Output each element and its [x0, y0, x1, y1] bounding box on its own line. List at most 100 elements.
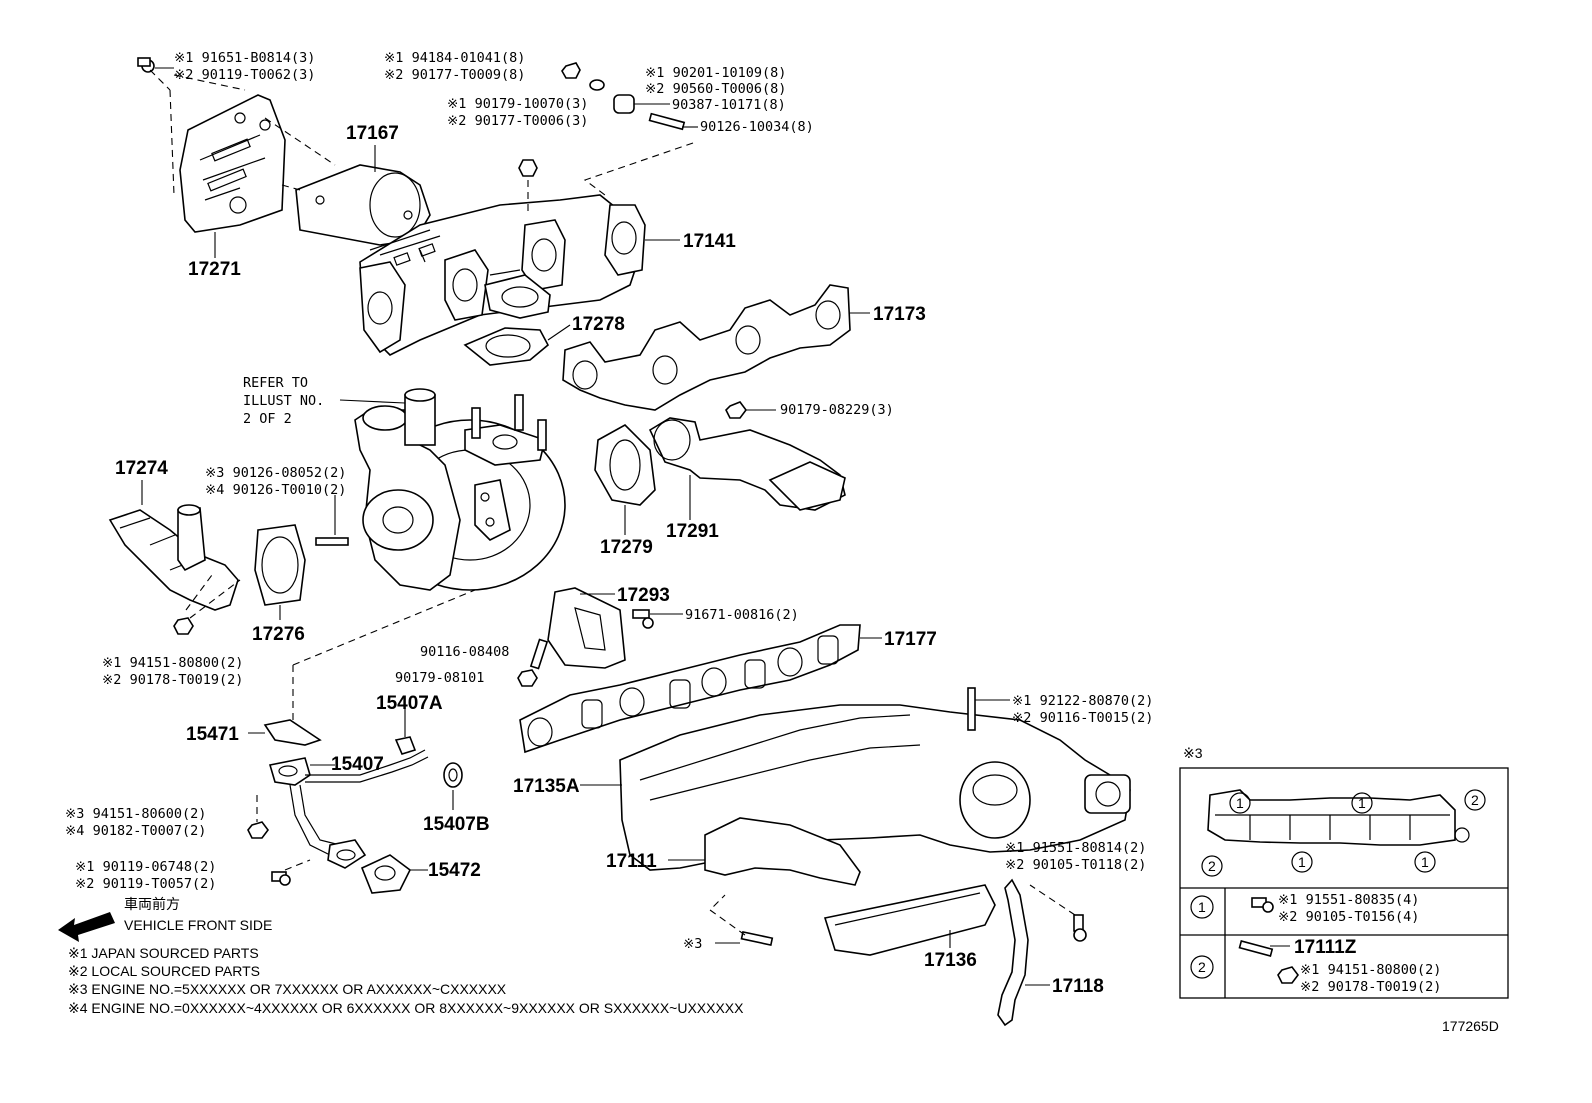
inset-marker-1-label: 1 — [1421, 854, 1429, 870]
nut-icon — [1277, 966, 1299, 984]
note-3: ※3 ENGINE NO.=5XXXXXX OR 7XXXXXX OR AXXX… — [68, 981, 507, 997]
callout-17118: 17118 — [1052, 976, 1104, 997]
inset-marker-1-label: 1 — [1236, 795, 1244, 811]
note-1: ※1 JAPAN SOURCED PARTS — [68, 945, 259, 961]
heat-insulator-17167[interactable] — [295, 164, 431, 246]
bolt-icon — [271, 871, 291, 886]
callout-17167: 17167 — [346, 123, 399, 144]
inset-marker-2 — [1201, 789, 1486, 877]
part-number: ※1 94151-80800(2) — [102, 655, 243, 671]
bolt-icon — [1073, 914, 1087, 942]
callout-17276: 17276 — [252, 624, 305, 645]
stud-bolt-icon — [529, 638, 549, 670]
part-number: ※2 90105-T0156(4) — [1278, 909, 1419, 925]
inset-marker-1 — [1229, 792, 1436, 873]
bracket-15471[interactable] — [263, 719, 322, 746]
gasket-17276[interactable] — [254, 524, 306, 606]
part-number: ※1 94151-80800(2) — [1300, 962, 1441, 978]
callout-15407A: 15407A — [376, 693, 443, 714]
bolt-icon — [632, 609, 654, 629]
inset-marker-2-label: 2 — [1208, 858, 1216, 874]
callout-17271: 17271 — [188, 259, 241, 280]
part-number: ※3 90126-08052(2) — [205, 465, 346, 481]
part-number: ※1 91551-80814(2) — [1005, 840, 1146, 856]
part-number: ※2 90105-T0118(2) — [1005, 857, 1146, 873]
gasket-17279[interactable] — [594, 424, 656, 506]
part-number: ※1 90201-10109(8) — [645, 65, 786, 81]
part-number: ※1 90179-10070(3) — [447, 96, 588, 112]
turbocharger[interactable] — [354, 388, 566, 591]
part-number: 90179-08229(3) — [780, 402, 894, 418]
part-number: ※4 90182-T0007(2) — [65, 823, 206, 839]
gasket-17173[interactable] — [562, 284, 851, 411]
bolt-icon — [1251, 897, 1274, 913]
callout-15472: 15472 — [428, 860, 481, 881]
inset-title: ※3 — [1183, 745, 1203, 761]
callout-17177: 17177 — [884, 629, 937, 650]
callout-15407B: 15407B — [423, 814, 490, 835]
nut-icon — [247, 821, 269, 839]
gasket-17177[interactable] — [519, 624, 861, 754]
part-number: ※1 92122-80870(2) — [1012, 693, 1153, 709]
callout-17141: 17141 — [683, 231, 736, 252]
callout-17173: 17173 — [873, 304, 926, 325]
part-number: ※2 90178-T0019(2) — [1300, 979, 1441, 995]
exhaust-manifold-17141[interactable] — [359, 194, 646, 356]
part-number: ※3 — [683, 936, 702, 952]
callout-15407: 15407 — [331, 754, 384, 775]
nut-icon — [173, 617, 194, 635]
front-label-en: VEHICLE FRONT SIDE — [124, 917, 272, 933]
part-number: ※1 90119-06748(2) — [75, 859, 216, 875]
stud-bolt-icon — [315, 537, 349, 546]
callout-17111Z: 17111Z — [1294, 937, 1357, 958]
pipe-17118[interactable] — [997, 878, 1029, 1027]
inset-row-marker-2: 2 — [1198, 959, 1206, 975]
callout-17278: 17278 — [572, 314, 625, 335]
part-number: ※2 90119-T0062(3) — [174, 67, 315, 83]
cover-17136[interactable] — [823, 884, 996, 956]
bolt-icon — [137, 57, 155, 73]
inset-marker-2-label: 2 — [1471, 792, 1479, 808]
gasket-17278[interactable] — [463, 327, 550, 366]
nut-icon — [517, 669, 538, 687]
part-number: 91671-00816(2) — [685, 607, 799, 623]
nut-icon — [561, 62, 581, 79]
part-number: ※2 90116-T0015(2) — [1012, 710, 1153, 726]
refer-note: ILLUST NO. — [243, 393, 324, 409]
oil-pipe-15407[interactable] — [268, 749, 429, 869]
callout-15471: 15471 — [186, 724, 239, 745]
part-number: ※2 90119-T0057(2) — [75, 876, 216, 892]
heat-insulator-17271[interactable] — [179, 94, 286, 233]
callout-17291: 17291 — [666, 521, 719, 542]
elbow-pipe-17274[interactable] — [108, 504, 239, 611]
gasket-15407B[interactable] — [443, 762, 463, 788]
part-number: ※3 94151-80600(2) — [65, 806, 206, 822]
part-number: ※2 90560-T0006(8) — [645, 81, 786, 97]
part-number: ※2 90177-T0009(8) — [384, 67, 525, 83]
callout-17274: 17274 — [115, 458, 168, 479]
exhaust-pipe-17291[interactable] — [648, 417, 846, 511]
bracket-17293[interactable] — [547, 587, 626, 669]
stud-bolt-icon — [967, 687, 976, 731]
callout-17136: 17136 — [924, 950, 977, 971]
part-number: ※2 90178-T0019(2) — [102, 672, 243, 688]
intake-manifold-17135A[interactable] — [619, 704, 1131, 886]
part-number: 90116-08408 — [420, 644, 509, 660]
gasket-15472[interactable] — [360, 854, 412, 894]
stud-bolt-icon — [740, 930, 774, 946]
callout-17111: 17111 — [606, 851, 657, 872]
note-2: ※2 LOCAL SOURCED PARTS — [68, 963, 260, 979]
union-bolt-15407A[interactable] — [394, 736, 417, 755]
part-number: 90179-08101 — [395, 670, 484, 686]
front-label-jp: 車両前方 — [124, 896, 180, 912]
part-number: 90126-10034(8) — [700, 119, 814, 135]
refer-note: REFER TO — [243, 375, 308, 391]
inset-marker-1-label: 1 — [1358, 795, 1366, 811]
front-arrow-icon — [58, 912, 115, 942]
inset-row-marker-1: 1 — [1198, 899, 1206, 915]
stud-bolt-icon — [1238, 939, 1274, 957]
callout-17279: 17279 — [600, 537, 653, 558]
part-number: ※1 94184-01041(8) — [384, 50, 525, 66]
